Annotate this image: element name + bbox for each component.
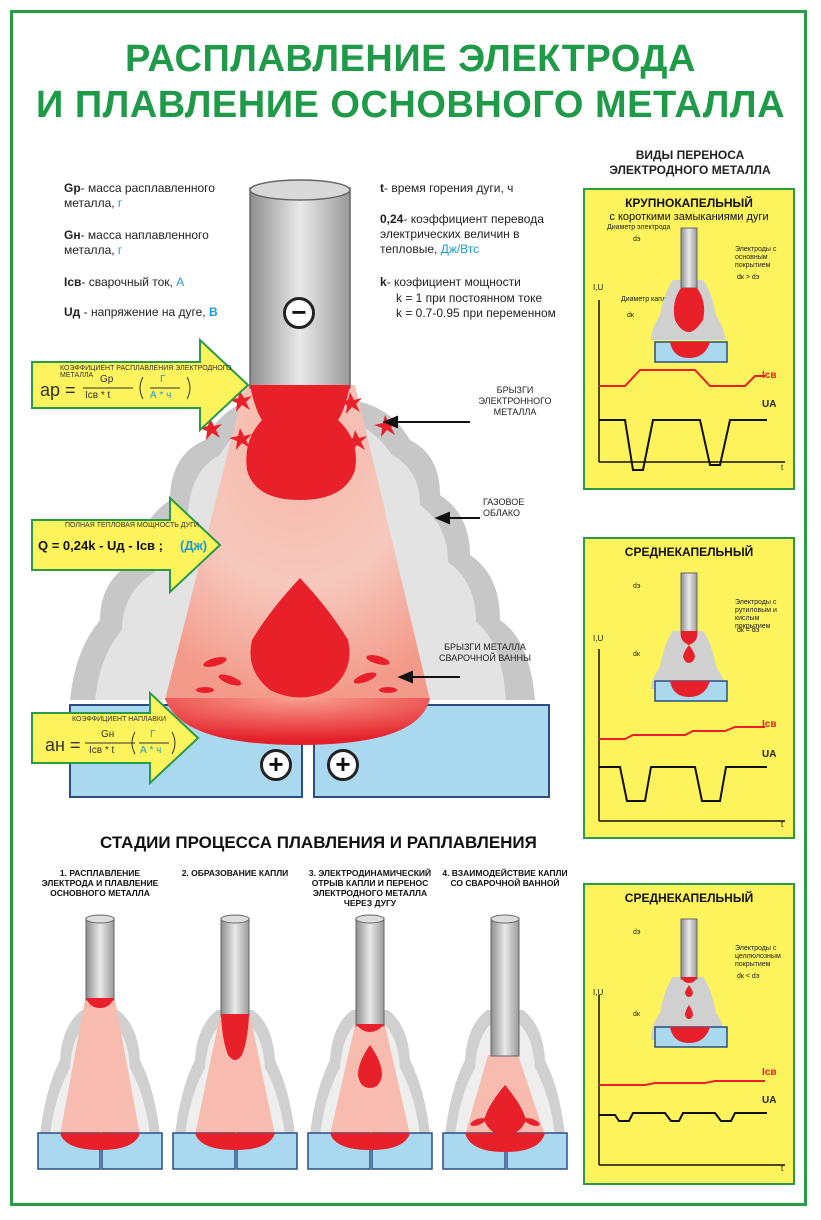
electrode-rod — [249, 187, 351, 389]
panel1-rel: dк > dэ — [737, 274, 760, 281]
legend-gp: Gр- масса расплавленного металла, г — [64, 181, 215, 210]
ap-num: Gр — [100, 374, 114, 385]
molten-tip — [246, 385, 356, 500]
callout-gas: ГАЗОВОЕ ОБЛАКО — [483, 497, 525, 518]
panel2-title: СРЕДНЕКАПЕЛЬНЫЙ — [624, 545, 754, 559]
panel2-axis-y: I,U — [593, 634, 604, 643]
legend-icv: Iсв- сварочный ток, А — [64, 275, 185, 289]
q-unit: (Дж) — [180, 538, 208, 553]
panel1-subtitle: с короткими замыканиями дуги — [609, 211, 769, 223]
legend-gn: Gн- масса наплавленного металла, г — [64, 228, 209, 257]
transfer-heading: ВИДЫ ПЕРЕНОСА ЭЛЕКТРОДНОГО МЕТАЛЛА — [609, 148, 771, 177]
legend-coef: 0,24- коэффициент перевода электрических… — [380, 212, 544, 256]
panel2-rel: dк = dэ — [737, 627, 760, 634]
stages-title: СТАДИИ ПРОЦЕССА ПЛАВЛЕНИЯ И РАПЛАВЛЕНИЯ — [100, 833, 537, 852]
weld-pool — [165, 698, 430, 745]
minus-sign: − — [283, 297, 315, 329]
page-title-line1: РАСПЛАВЛЕНИЕ ЭЛЕКТРОДА — [125, 38, 696, 80]
plus-sign-right: + — [327, 749, 359, 781]
falling-drop — [250, 578, 350, 698]
panel1-de: dэ — [633, 236, 641, 243]
legend-ud: Uд - напряжение на дуге, В — [64, 305, 218, 319]
callout-spatter: БРЫЗГИ ЭЛЕКТРОННОГО МЕТАЛЛА — [478, 385, 552, 417]
panel3-dk: dк — [633, 1011, 640, 1018]
arrow-an — [31, 690, 200, 786]
legend-k: k- коэфициент мощности — [380, 275, 521, 289]
stage-3-label: 3. ЭЛЕКТРОДИНАМИЧЕСКИЙ ОТРЫВ КАПЛИ И ПЕР… — [308, 868, 432, 908]
panel3-axis-t: t — [781, 1164, 784, 1173]
panel2-note: Электроды с рутиловым и кислым покрытием — [735, 599, 777, 630]
panel3-rel: dк < dэ — [737, 973, 760, 980]
legend-k-dc: k = 1 при постоянном токе — [396, 291, 543, 305]
panel1-diam-el: Диаметр электрода — [607, 224, 671, 231]
an-label: КОЭФФИЦИЕНТ НАПЛАВКИ — [72, 716, 167, 723]
panel2-graphics — [598, 572, 785, 822]
panel1-icv: Iсв — [762, 370, 777, 381]
panel3-de: dэ — [633, 929, 641, 936]
an-den: Iсв * t — [89, 745, 115, 756]
legend-t: t- время горения дуги, ч — [380, 181, 514, 195]
an-symbol: aн = — [45, 735, 81, 755]
panel2-dk: dк — [633, 651, 640, 658]
ap-unit-num: Г — [160, 374, 166, 385]
stage-4-label: 4. ВЗАИМОДЕЙСТВИЕ КАПЛИ СО СВАРОЧНОЙ ВАН… — [442, 868, 568, 888]
ap-den: Iсв * t — [85, 390, 111, 401]
panel1-diam-drop: Диаметр капли — [621, 296, 670, 303]
panel1-axis-y: I,U — [593, 283, 604, 292]
panel3-title: СРЕДНЕКАПЕЛЬНЫЙ — [624, 891, 754, 905]
panel2-icv: Iсв — [762, 719, 777, 730]
panel2-axis-t: t — [781, 820, 784, 829]
plus-sign-left: + — [260, 749, 292, 781]
spatter-stars — [199, 390, 397, 452]
poster-frame — [10, 10, 807, 1206]
arrow-q — [31, 495, 222, 595]
panel2-ua: UA — [762, 749, 777, 760]
callout-pool-spatter: БРЫЗГИ МЕТАЛЛА СВАРОЧНОЙ ВАННЫ — [439, 642, 531, 663]
panel1-ua: UA — [762, 399, 777, 410]
ap-symbol: aр = — [40, 380, 76, 400]
an-num: Gн — [101, 729, 115, 740]
stage-2-label: 2. ОБРАЗОВАНИЕ КАПЛИ — [181, 868, 289, 878]
q-formula: Q = 0,24k - Uд - Iсв ; — [38, 538, 163, 553]
ap-unit-den: А * ч — [150, 390, 172, 401]
page-title-line2: И ПЛАВЛЕНИЕ ОСНОВНОГО МЕТАЛЛА — [35, 84, 786, 126]
an-unit-den: А * ч — [140, 745, 162, 756]
panel3-graphics — [598, 918, 785, 1166]
panel1-title: КРУПНОКАПЕЛЬНЫЙ — [625, 196, 753, 210]
panel1-note: Электроды с основным покрытием — [735, 246, 777, 269]
stage-1-label: 1. РАСПЛАВЛЕНИЕ ЭЛЕКТРОДА И ПЛАВЛЕНИЕ ОС… — [41, 868, 159, 898]
q-label: ПОЛНАЯ ТЕПЛОВАЯ МОЩНОСТЬ ДУГИ — [65, 522, 199, 529]
panel2-de: dэ — [633, 583, 641, 590]
panel1-axis-t: t — [781, 463, 784, 472]
transfer-panel-3: СРЕДНЕКАПЕЛЬНЫЙ dэ Электроды с целлюлозн… — [583, 883, 795, 1185]
ap-label: КОЭФФИЦИЕНТ РАСПЛАВЛЕНИЯ ЭЛЕКТРОДНОГО МЕ… — [60, 365, 232, 379]
stage-illustrations — [37, 914, 568, 1170]
an-unit-num: Г — [150, 729, 156, 740]
panel3-axis-y: I,U — [593, 988, 604, 997]
transfer-panel-2: СРЕДНЕКАПЕЛЬНЫЙ dэ Электроды с рутиловым… — [583, 537, 795, 839]
arc-flame — [165, 385, 430, 700]
panel3-note: Электроды с целлюлозным покрытием — [735, 945, 781, 968]
panel1-dk: dк — [627, 312, 634, 319]
panel3-icv: Iсв — [762, 1067, 777, 1078]
panel3-ua: UA — [762, 1095, 777, 1106]
panel1-graphics — [598, 227, 785, 471]
legend-k-ac: k = 0.7-0.95 при переменном — [396, 306, 556, 320]
transfer-panel-1: КРУПНОКАПЕЛЬНЫЙ с короткими замыканиями … — [583, 188, 795, 490]
